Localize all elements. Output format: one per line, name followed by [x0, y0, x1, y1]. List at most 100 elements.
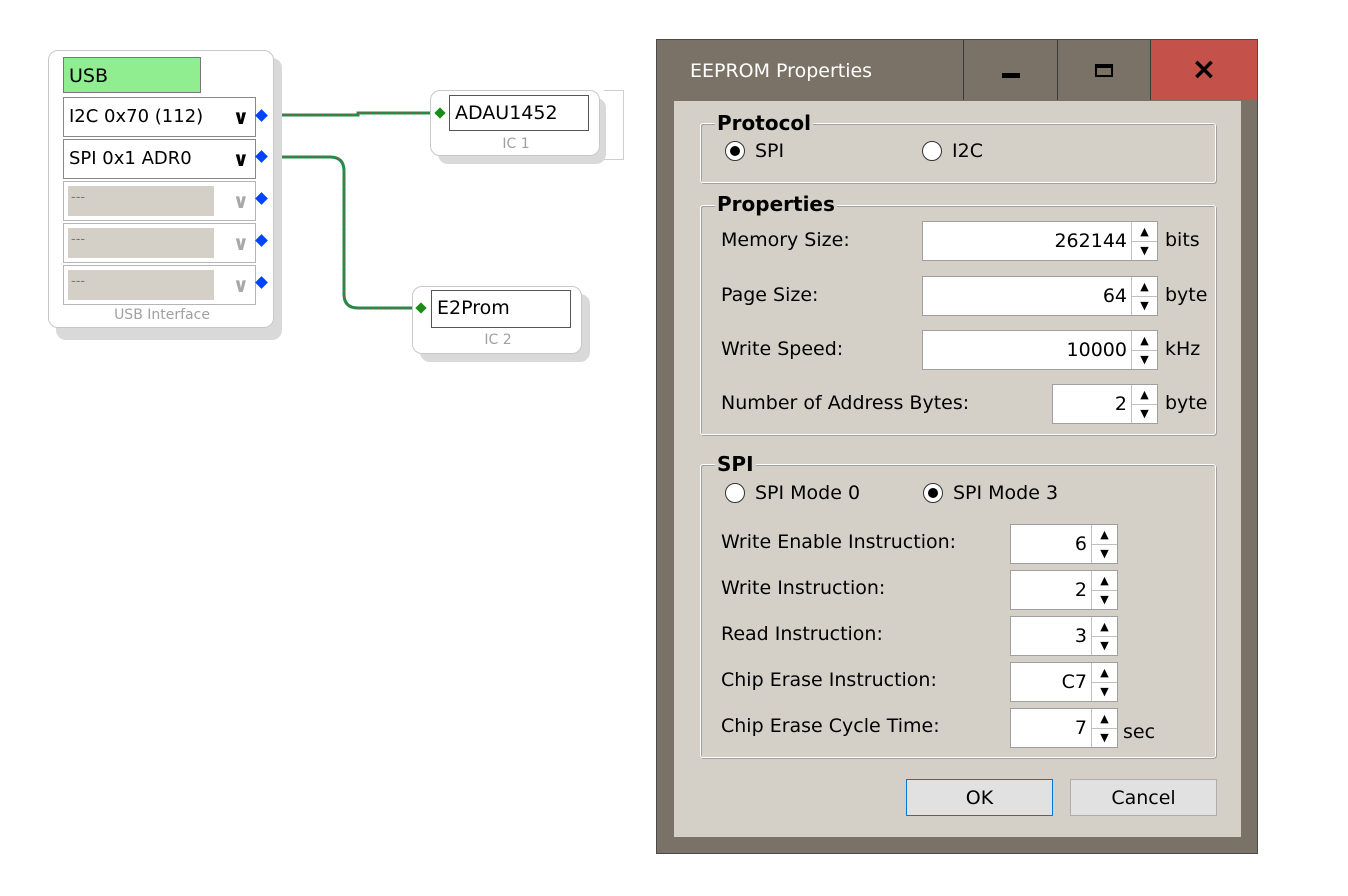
spin-down-icon[interactable]: ▼	[1092, 681, 1117, 702]
spin-down-icon[interactable]: ▼	[1132, 295, 1157, 316]
spin-down-icon[interactable]: ▼	[1132, 403, 1157, 424]
spin-down-icon[interactable]: ▼	[1092, 635, 1117, 656]
usb-title: USB	[63, 57, 201, 93]
spin-up-icon[interactable]: ▲	[1140, 387, 1149, 401]
protocol-group	[700, 123, 1216, 183]
radio-button[interactable]	[922, 141, 942, 161]
write-enable-value: 6	[1074, 533, 1087, 555]
ic2-label: IC 2	[484, 332, 512, 348]
usb-port-label: I2C 0x70 (112)	[69, 106, 204, 127]
usb-port-label: ---	[68, 228, 214, 258]
spin-up-icon[interactable]: ▲	[1140, 224, 1149, 238]
read-instruction-label: Read Instruction:	[721, 623, 883, 645]
chip-erase-label: Chip Erase Instruction:	[721, 669, 937, 691]
radio-button[interactable]	[923, 483, 943, 503]
ic2-block[interactable]: E2Prom IC 2	[412, 286, 582, 354]
read-instruction-spinner[interactable]: 3 ▲ ▼	[1010, 616, 1118, 656]
spin-up-icon[interactable]: ▲	[1100, 665, 1109, 679]
dialog-client: Protocol SPI I2C Properties Memory Size:…	[674, 101, 1241, 837]
spin-up-icon[interactable]: ▲	[1100, 619, 1109, 633]
spin-up-icon[interactable]: ▲	[1140, 279, 1149, 293]
spin-up-icon[interactable]: ▲	[1100, 527, 1109, 541]
radio-spi-label: SPI	[755, 140, 785, 162]
write-speed-label: Write Speed:	[721, 338, 844, 360]
spin-up-icon[interactable]: ▲	[1100, 711, 1109, 725]
memory-size-spinner[interactable]: 262144 ▲ ▼	[922, 221, 1158, 261]
radio-spi-mode-0[interactable]: SPI Mode 0	[725, 482, 860, 504]
usb-port-select-1[interactable]: I2C 0x70 (112) ∨	[63, 97, 256, 137]
spi-group	[700, 464, 1216, 758]
spin-down-icon[interactable]: ▼	[1092, 589, 1117, 610]
chip-erase-spinner[interactable]: C7 ▲ ▼	[1010, 662, 1118, 702]
eeprom-properties-dialog: EEPROM Properties × Protocol SPI I2C Pro…	[656, 39, 1258, 854]
ic1-name: ADAU1452	[449, 95, 589, 131]
write-speed-spinner[interactable]: 10000 ▲ ▼	[922, 330, 1158, 370]
usb-port-select-3: --- ∨	[63, 181, 256, 221]
address-bytes-value: 2	[1114, 393, 1127, 415]
spin-up-icon[interactable]: ▲	[1140, 333, 1149, 347]
spin-down-icon[interactable]: ▼	[1092, 543, 1117, 564]
page-size-unit: byte	[1165, 284, 1208, 306]
cancel-button[interactable]: Cancel	[1070, 779, 1217, 816]
usb-port-select-5: --- ∨	[63, 265, 256, 305]
radio-button[interactable]	[725, 141, 745, 161]
chevron-down-icon: ∨	[232, 273, 249, 297]
properties-group-title: Properties	[715, 192, 837, 216]
protocol-group-title: Protocol	[715, 111, 814, 135]
spi-group-title: SPI	[715, 452, 756, 476]
radio-i2c[interactable]: I2C	[922, 140, 983, 162]
minimize-button[interactable]	[963, 40, 1057, 100]
page-size-spinner[interactable]: 64 ▲ ▼	[922, 276, 1158, 316]
usb-port-label: ---	[68, 270, 214, 300]
write-enable-spinner[interactable]: 6 ▲ ▼	[1010, 524, 1118, 564]
chip-erase-value: C7	[1061, 671, 1087, 693]
read-instruction-value: 3	[1074, 625, 1087, 647]
erase-cycle-unit: sec	[1123, 721, 1156, 743]
write-enable-label: Write Enable Instruction:	[721, 531, 957, 553]
erase-cycle-label: Chip Erase Cycle Time:	[721, 715, 940, 737]
wire-spi	[262, 155, 418, 310]
spin-up-icon[interactable]: ▲	[1100, 573, 1109, 587]
usb-interface-block[interactable]: USB I2C 0x70 (112) ∨ SPI 0x1 ADR0 ∨ --- …	[48, 50, 274, 328]
write-instruction-spinner[interactable]: 2 ▲ ▼	[1010, 570, 1118, 610]
radio-i2c-label: I2C	[952, 140, 983, 162]
minimize-icon	[1001, 72, 1020, 78]
spin-down-icon[interactable]: ▼	[1132, 240, 1157, 261]
spin-down-icon[interactable]: ▼	[1092, 727, 1117, 748]
usb-port-label: ---	[68, 186, 214, 216]
radio-spi-mode-0-label: SPI Mode 0	[755, 482, 861, 504]
memory-size-unit: bits	[1165, 229, 1200, 251]
erase-cycle-value: 7	[1074, 717, 1087, 739]
ic1-block[interactable]: ADAU1452 IC 1	[430, 90, 600, 156]
radio-spi[interactable]: SPI	[725, 140, 784, 162]
write-speed-unit: kHz	[1165, 338, 1201, 360]
erase-cycle-spinner[interactable]: 7 ▲ ▼	[1010, 708, 1118, 748]
radio-spi-mode-3[interactable]: SPI Mode 3	[923, 482, 1058, 504]
schematic-canvas[interactable]: USB I2C 0x70 (112) ∨ SPI 0x1 ADR0 ∨ --- …	[0, 0, 640, 896]
ic2-name: E2Prom	[431, 290, 571, 328]
usb-port-select-2[interactable]: SPI 0x1 ADR0 ∨	[63, 139, 256, 179]
spin-down-icon[interactable]: ▼	[1132, 349, 1157, 370]
ok-button[interactable]: OK	[906, 779, 1053, 816]
chevron-down-icon: ∨	[232, 231, 249, 255]
radio-button[interactable]	[725, 483, 745, 503]
maximize-button[interactable]	[1057, 40, 1150, 100]
write-speed-value: 10000	[1066, 339, 1127, 361]
memory-size-label: Memory Size:	[721, 229, 850, 251]
write-instruction-value: 2	[1074, 579, 1087, 601]
close-button[interactable]: ×	[1150, 40, 1257, 100]
write-instruction-label: Write Instruction:	[721, 577, 886, 599]
properties-group	[700, 205, 1216, 435]
page-size-label: Page Size:	[721, 284, 819, 306]
chevron-down-icon: ∨	[232, 147, 249, 171]
page-size-value: 64	[1102, 285, 1127, 307]
address-bytes-unit: byte	[1165, 392, 1208, 414]
address-bytes-spinner[interactable]: 2 ▲ ▼	[1052, 384, 1158, 424]
ic1-label: IC 1	[502, 136, 530, 152]
usb-port-label: SPI 0x1 ADR0	[69, 148, 192, 169]
usb-port-select-4: --- ∨	[63, 223, 256, 263]
wires	[262, 111, 440, 310]
address-bytes-label: Number of Address Bytes:	[721, 392, 970, 414]
chevron-down-icon: ∨	[232, 105, 249, 129]
memory-size-value: 262144	[1054, 230, 1127, 252]
